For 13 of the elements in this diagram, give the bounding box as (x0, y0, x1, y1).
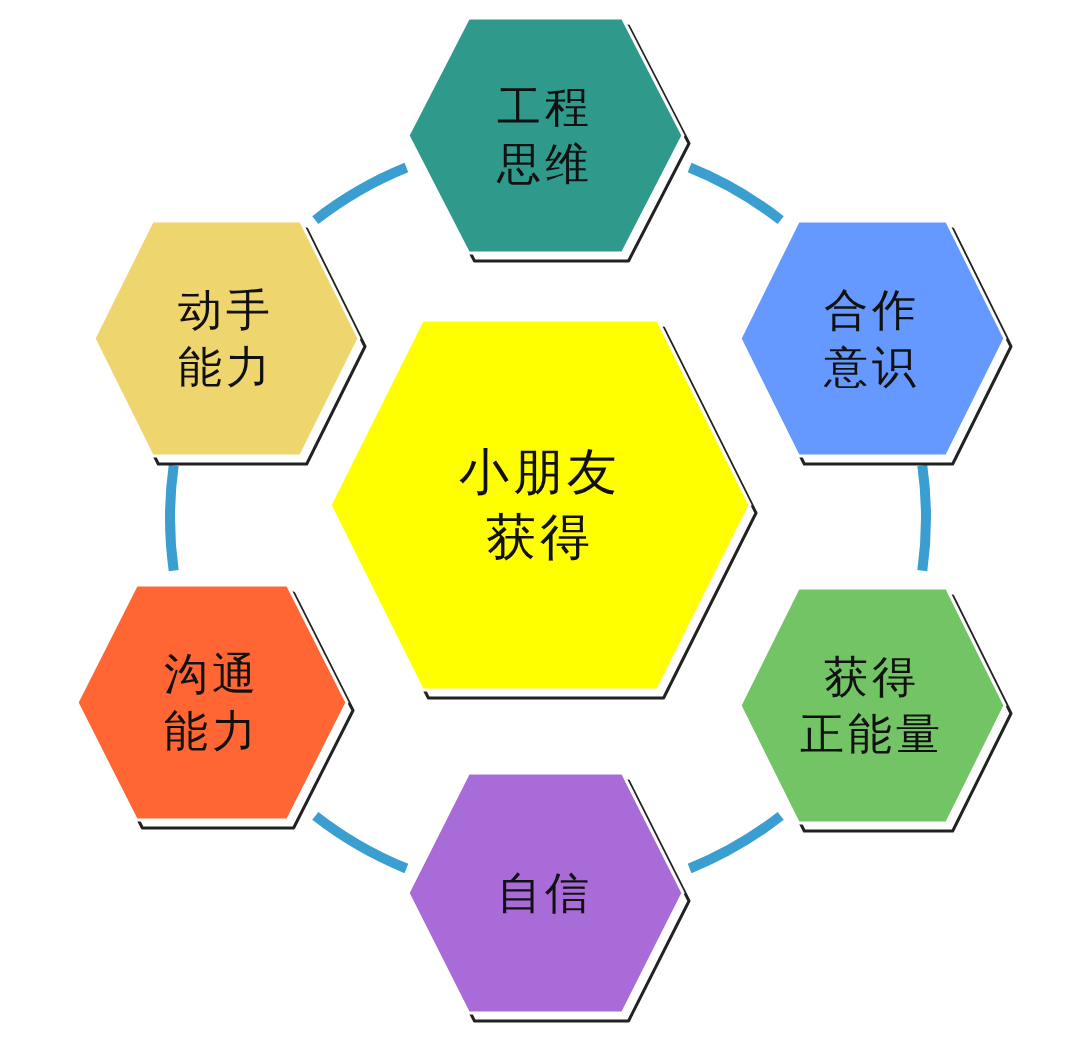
ring-arc (312, 811, 409, 874)
node-label: 沟通能力 (163, 646, 261, 758)
ring-arc (312, 162, 409, 225)
node-label: 动手能力 (177, 282, 275, 394)
ring-arc (687, 811, 784, 874)
ring-arc (165, 464, 179, 572)
node-label: 合作意识 (823, 282, 921, 394)
ring-arc (687, 162, 784, 225)
node-label: 工程思维 (496, 79, 594, 191)
node-label: 自信 (496, 866, 594, 921)
node-label: 小朋友获得 (458, 442, 622, 568)
ring-arc (917, 464, 931, 572)
node-label: 获得正能量 (799, 649, 945, 761)
